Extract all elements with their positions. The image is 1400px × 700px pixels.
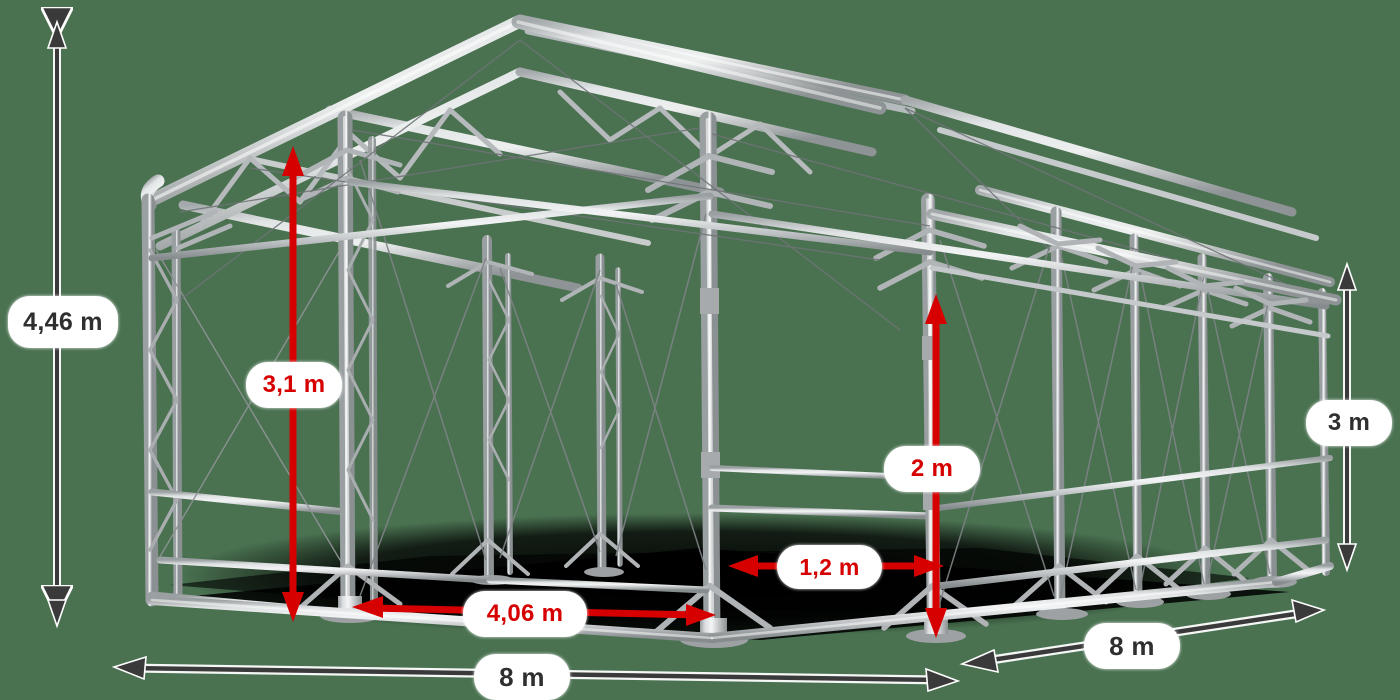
base-rails — [147, 455, 1334, 643]
wall-bracing-cables — [359, 159, 1271, 603]
dim-label-depth: 8 m — [1084, 623, 1180, 669]
dim-label-apex-clearance: 3,1 m — [246, 362, 342, 408]
dim-label-total-height: 4,46 m — [8, 296, 118, 348]
eave-tie-beams — [148, 118, 1331, 339]
dim-label-bay-width: 4,06 m — [463, 591, 587, 637]
rear-eave-rail — [926, 208, 1342, 307]
dim-label-door-width: 1,2 m — [777, 545, 882, 589]
dim-label-door-height: 2 m — [884, 446, 980, 492]
portal-frame-4 — [560, 253, 644, 577]
dim-label-side-height: 3 m — [1306, 400, 1392, 446]
roof-purlins — [178, 14, 1335, 293]
dim-label-width: 8 m — [474, 654, 570, 700]
